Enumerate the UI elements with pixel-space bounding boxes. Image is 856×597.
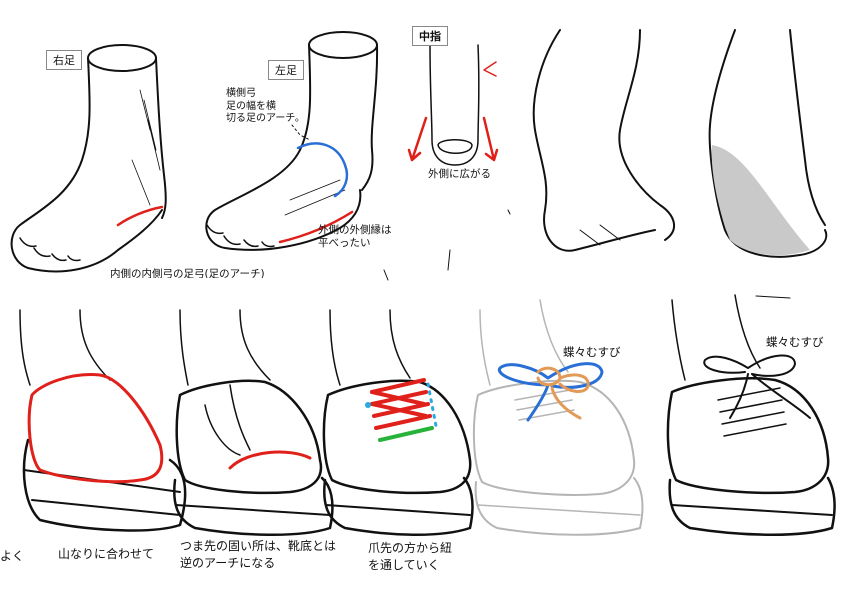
bow-loop-blue (497, 362, 604, 389)
shoe-step2-drawing (173, 309, 334, 536)
middle-toe-drawing (429, 44, 480, 166)
sole-side-view-drawing (708, 29, 828, 258)
spread-left-arrow (407, 116, 428, 162)
partial-caption-left: よく (0, 549, 25, 563)
heel-back-view-drawing (532, 29, 675, 252)
outer-edge-note: 外側の外側縁は 平べったい (318, 224, 392, 250)
transverse-arch-blue-line (296, 142, 349, 198)
step2-caption: つま先の固い所は、靴底とは 逆のアーチになる (180, 539, 337, 571)
bow-tail-blue (526, 383, 550, 422)
left-foot-drawing (205, 31, 379, 251)
reverse-arch-red-line (228, 450, 312, 470)
right-foot-label: 右足 (46, 50, 82, 70)
right-foot-drawing (10, 44, 167, 273)
medial-arch-note: 内側の内側弓の足弓(足のアーチ) (110, 268, 265, 278)
transverse-arch-note: 横側弓 足の幅を横 切る足のアーチ。 (226, 88, 305, 124)
spread-right-arrow (482, 116, 499, 162)
toe-cap-red-outline (27, 373, 164, 484)
outer-edge-red-line (278, 210, 354, 244)
lace-green-line (378, 426, 434, 442)
left-foot-label: 左足 (268, 60, 304, 80)
step1-caption: 山なりに合わせて (58, 547, 155, 561)
small-red-chevron (483, 61, 497, 77)
shoe-step5-drawing (666, 294, 836, 537)
sole-shading (711, 145, 810, 256)
bow-knot-label-a: 蝶々むすび (563, 345, 621, 359)
shoe-step1-drawing (19, 309, 187, 532)
medial-arch-red-line (116, 205, 164, 227)
eyelet-dot-left (365, 402, 371, 408)
shoe-step4-faded-drawing (472, 299, 644, 536)
middle-toe-label: 中指 (412, 26, 448, 46)
bow-knot-label-b: 蝶々むすび (766, 335, 824, 349)
bow-loop-orange (536, 366, 590, 420)
spread-outward-note: 外側に広がる (428, 168, 491, 180)
laces-red-lines (370, 378, 432, 430)
stray-marks (383, 209, 791, 299)
step3-caption: 爪先の方から紐 を通していく (368, 541, 453, 573)
eyelet-dots-right (426, 382, 438, 428)
